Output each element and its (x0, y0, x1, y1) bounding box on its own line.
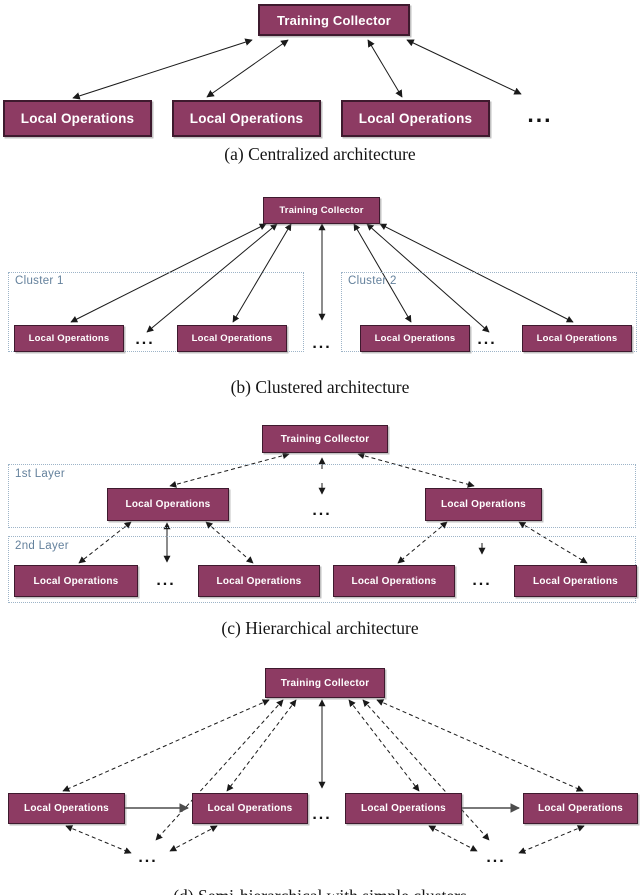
cluster-2-label: Cluster 2 (348, 275, 397, 287)
cluster-1-label: Cluster 1 (15, 275, 64, 287)
ellipsis-bottom-right: ... (486, 849, 506, 866)
local-operations-box: Local Operations (172, 100, 321, 137)
caption-d: (d) Semi-hierarchical with simple cluste… (0, 886, 640, 895)
connector-arrows-a (72, 38, 522, 100)
local-operations-box: Local Operations (192, 793, 308, 824)
local-operations-box: Local Operations (514, 565, 637, 597)
local-operations-box: Local Operations (177, 325, 287, 352)
cluster-2-boundary (341, 272, 637, 352)
cluster-1-boundary (8, 272, 304, 352)
diagram-centralized: Training Collector Local Operations Loca… (0, 0, 640, 172)
local-operations-box: Local Operations (3, 100, 152, 137)
first-layer-boundary (8, 464, 636, 528)
local-operations-box: Local Operations (14, 325, 124, 352)
ellipsis-more-nodes: ... (527, 101, 553, 127)
training-collector-box: Training Collector (258, 4, 410, 36)
ellipsis-between-clusters: ... (312, 334, 332, 352)
local-operations-box: Local Operations (425, 488, 542, 521)
training-collector-box: Training Collector (265, 668, 385, 698)
diagram-hierarchical: Training Collector 1st Layer Local Opera… (0, 415, 640, 645)
ellipsis-layer2-right: ... (472, 572, 492, 589)
ellipsis-middle: ... (312, 806, 332, 823)
local-operations-box: Local Operations (333, 565, 455, 597)
training-collector-box: Training Collector (262, 425, 388, 453)
first-layer-label: 1st Layer (15, 468, 66, 480)
training-collector-box: Training Collector (263, 197, 380, 224)
local-operations-box: Local Operations (345, 793, 462, 824)
diagram-semi-hierarchical: Training Collector Local Operations Loca… (0, 655, 640, 895)
caption-c: (c) Hierarchical architecture (221, 618, 419, 638)
diagram-clustered: Cluster 1 Cluster 2 Training Collector L… (0, 180, 640, 400)
local-operations-box: Local Operations (523, 793, 638, 824)
connector-arrows-b (70, 223, 574, 333)
ellipsis-layer2-left: ... (156, 572, 176, 589)
connector-arrows-c (78, 452, 588, 564)
local-operations-box: Local Operations (107, 488, 229, 521)
ellipsis-cluster1: ... (135, 330, 155, 348)
caption-b: (b) Clustered architecture (230, 377, 410, 397)
local-operations-box: Local Operations (8, 793, 125, 824)
second-layer-label: 2nd Layer (15, 540, 69, 552)
local-operations-box: Local Operations (198, 565, 320, 597)
local-operations-box: Local Operations (14, 565, 138, 597)
local-operations-box: Local Operations (341, 100, 490, 137)
caption-a: (a) Centralized architecture (224, 144, 416, 164)
ellipsis-cluster2: ... (477, 330, 497, 348)
local-operations-box: Local Operations (360, 325, 470, 352)
local-operations-box: Local Operations (522, 325, 632, 352)
ellipsis-bottom-left: ... (138, 849, 158, 866)
connector-arrows-d (62, 699, 585, 854)
ellipsis-layer1: ... (312, 502, 332, 519)
